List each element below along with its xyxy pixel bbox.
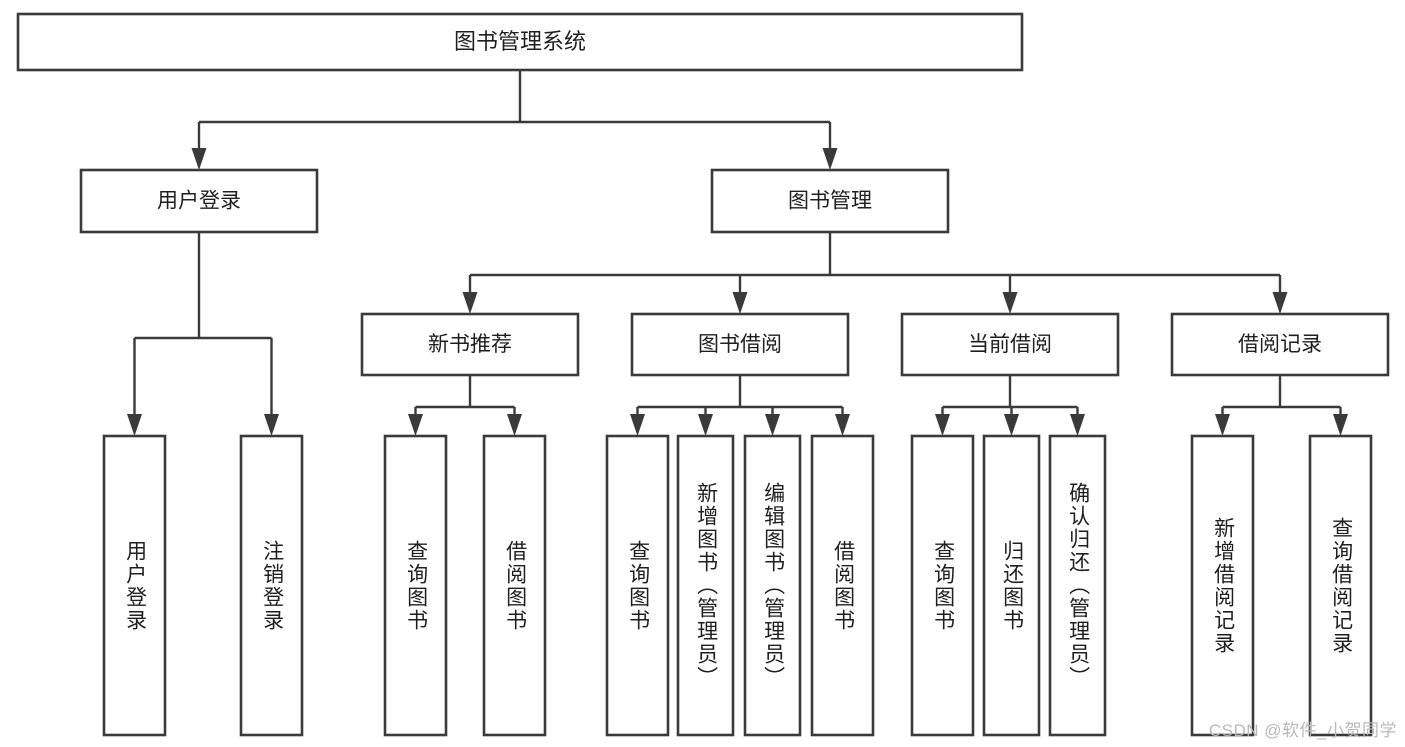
node-box-leaf-add-borrow-record[interactable] xyxy=(1190,434,1255,737)
node-label-new-book-recommend: 新书推荐 xyxy=(428,333,512,356)
node-box-leaf-user-logout[interactable] xyxy=(239,434,304,737)
node-label-current-borrow: 当前借阅 xyxy=(968,333,1052,356)
connector-layer xyxy=(127,70,1348,436)
node-box-leaf-query-book-borrow[interactable] xyxy=(605,434,670,737)
node-box-new-book-recommend[interactable] xyxy=(360,312,580,377)
node-box-leaf-add-book-admin[interactable] xyxy=(676,434,735,737)
node-box-leaf-return-book[interactable] xyxy=(982,434,1041,737)
node-box-leaf-borrow-book-rec[interactable] xyxy=(482,434,547,737)
node-box-book-manage[interactable] xyxy=(710,168,950,234)
node-box-current-borrow[interactable] xyxy=(900,312,1120,377)
node-box-leaf-user-login[interactable] xyxy=(102,434,167,737)
node-label-borrow-record: 借阅记录 xyxy=(1238,333,1322,356)
node-box-leaf-confirm-return-admin[interactable] xyxy=(1048,434,1107,737)
node-label-user-login: 用户登录 xyxy=(157,190,241,213)
watermark: CSDN @软件_小贺同学 xyxy=(1208,721,1397,740)
node-box-leaf-query-borrow-record[interactable] xyxy=(1308,434,1373,737)
node-box-leaf-query-book-rec[interactable] xyxy=(383,434,448,737)
node-label-book-borrow: 图书借阅 xyxy=(698,333,782,356)
node-label-book-manage: 图书管理 xyxy=(788,190,872,213)
node-box-borrow-record[interactable] xyxy=(1170,312,1390,377)
node-box-leaf-edit-book-admin[interactable] xyxy=(743,434,802,737)
node-box-layer xyxy=(16,12,1390,737)
node-box-book-borrow[interactable] xyxy=(630,312,850,377)
node-box-leaf-query-book-current[interactable] xyxy=(910,434,975,737)
node-box-root[interactable] xyxy=(16,12,1024,72)
node-box-leaf-borrow-book-borrow[interactable] xyxy=(810,434,875,737)
node-box-user-login[interactable] xyxy=(79,168,319,234)
node-label-root: 图书管理系统 xyxy=(454,29,586,54)
